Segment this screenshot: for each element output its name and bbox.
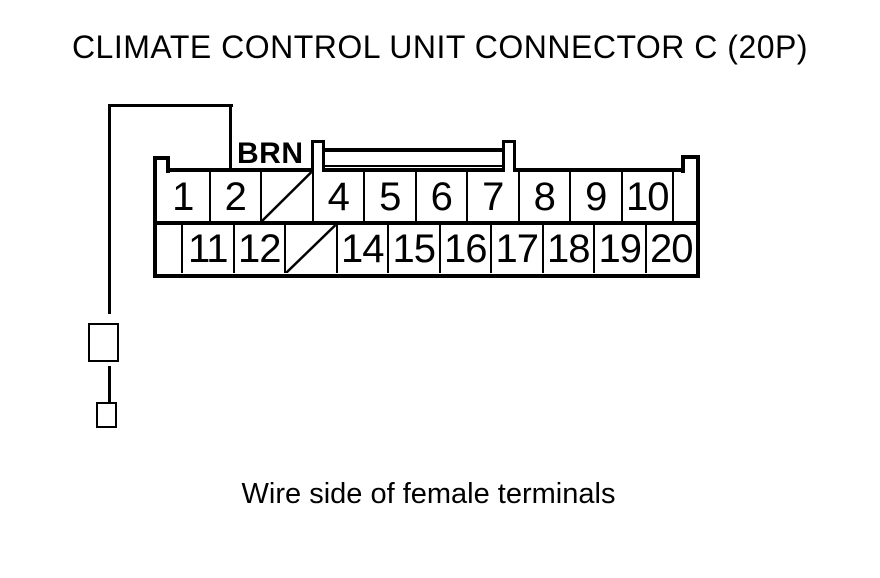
pin-label: 18 [547, 227, 590, 271]
pin-label: 15 [392, 227, 436, 271]
page-title: CLIMATE CONTROL UNIT CONNECTOR C (20P) [71, 29, 809, 65]
pin-cell-17: 17 [490, 225, 542, 273]
wire-segment-drop [229, 104, 232, 169]
pin-label: 7 [482, 174, 504, 219]
diagonal-slash-icon [262, 172, 312, 221]
pin-row-divider [157, 221, 696, 225]
diagonal-slash-icon [286, 225, 336, 273]
pin-label: 16 [444, 227, 487, 271]
pin-label: 19 [598, 227, 642, 271]
pin-cell-15: 15 [387, 225, 439, 273]
pin-cell-4: 4 [311, 172, 364, 221]
pin-cell-18: 18 [541, 225, 594, 273]
pin-row-bottom: 11 12 14 15 16 17 18 19 20 [157, 225, 696, 273]
wire-color-label: BRN [237, 137, 304, 170]
pin-cell-5: 5 [363, 172, 415, 221]
pin-label: 20 [650, 227, 693, 271]
wire-segment-lower [108, 366, 111, 403]
pin-cell-13-slashed [284, 225, 336, 273]
wire-inline-connector-box [88, 323, 119, 362]
connector-lock-bar [316, 148, 508, 167]
pin-label: 1 [172, 174, 194, 219]
pin-cell-9: 9 [569, 172, 621, 221]
wire-segment-top [108, 104, 233, 107]
connector-corner-tab-left [153, 156, 170, 173]
wire-segment-left [108, 104, 111, 314]
pin-cell-6: 6 [414, 172, 467, 221]
pin-label: 10 [626, 174, 669, 219]
pin-label: 12 [238, 227, 281, 271]
pin-cell-2: 2 [208, 172, 261, 221]
pin-label: 2 [224, 174, 247, 219]
pin-label: 4 [327, 174, 350, 219]
pin-label: 14 [341, 227, 384, 271]
wire-terminal-box [96, 402, 117, 428]
pin-label: 9 [585, 174, 607, 219]
pin-cell-10: 10 [620, 172, 673, 221]
connector-lock-post-right [502, 140, 516, 172]
pin-label: 5 [379, 174, 401, 219]
pin-cell-20: 20 [644, 225, 697, 273]
pin-cell-7: 7 [466, 172, 518, 221]
connector-corner-tab-right [681, 155, 700, 173]
pin-cell-8: 8 [517, 172, 570, 221]
pin-label: 8 [533, 174, 556, 219]
pin-cell-19: 19 [593, 225, 645, 273]
connector-lock-post-left [311, 140, 325, 172]
pin-cell-14: 14 [335, 225, 388, 273]
pin-cell-11: 11 [181, 225, 233, 273]
caption: Wire side of female terminals [241, 478, 616, 510]
pin-row-top: 1 2 4 5 6 7 8 9 10 [157, 172, 696, 221]
pin-cell-12: 12 [232, 225, 285, 273]
pin-cell-3-slashed [260, 172, 312, 221]
pin-label: 17 [495, 227, 539, 271]
pin-cell-1: 1 [157, 172, 209, 221]
pin-row-bottom-blank [157, 225, 181, 273]
pin-row-top-blank [672, 172, 696, 221]
pin-label: 11 [187, 227, 229, 271]
pin-label: 6 [430, 174, 453, 219]
pin-cell-16: 16 [438, 225, 491, 273]
